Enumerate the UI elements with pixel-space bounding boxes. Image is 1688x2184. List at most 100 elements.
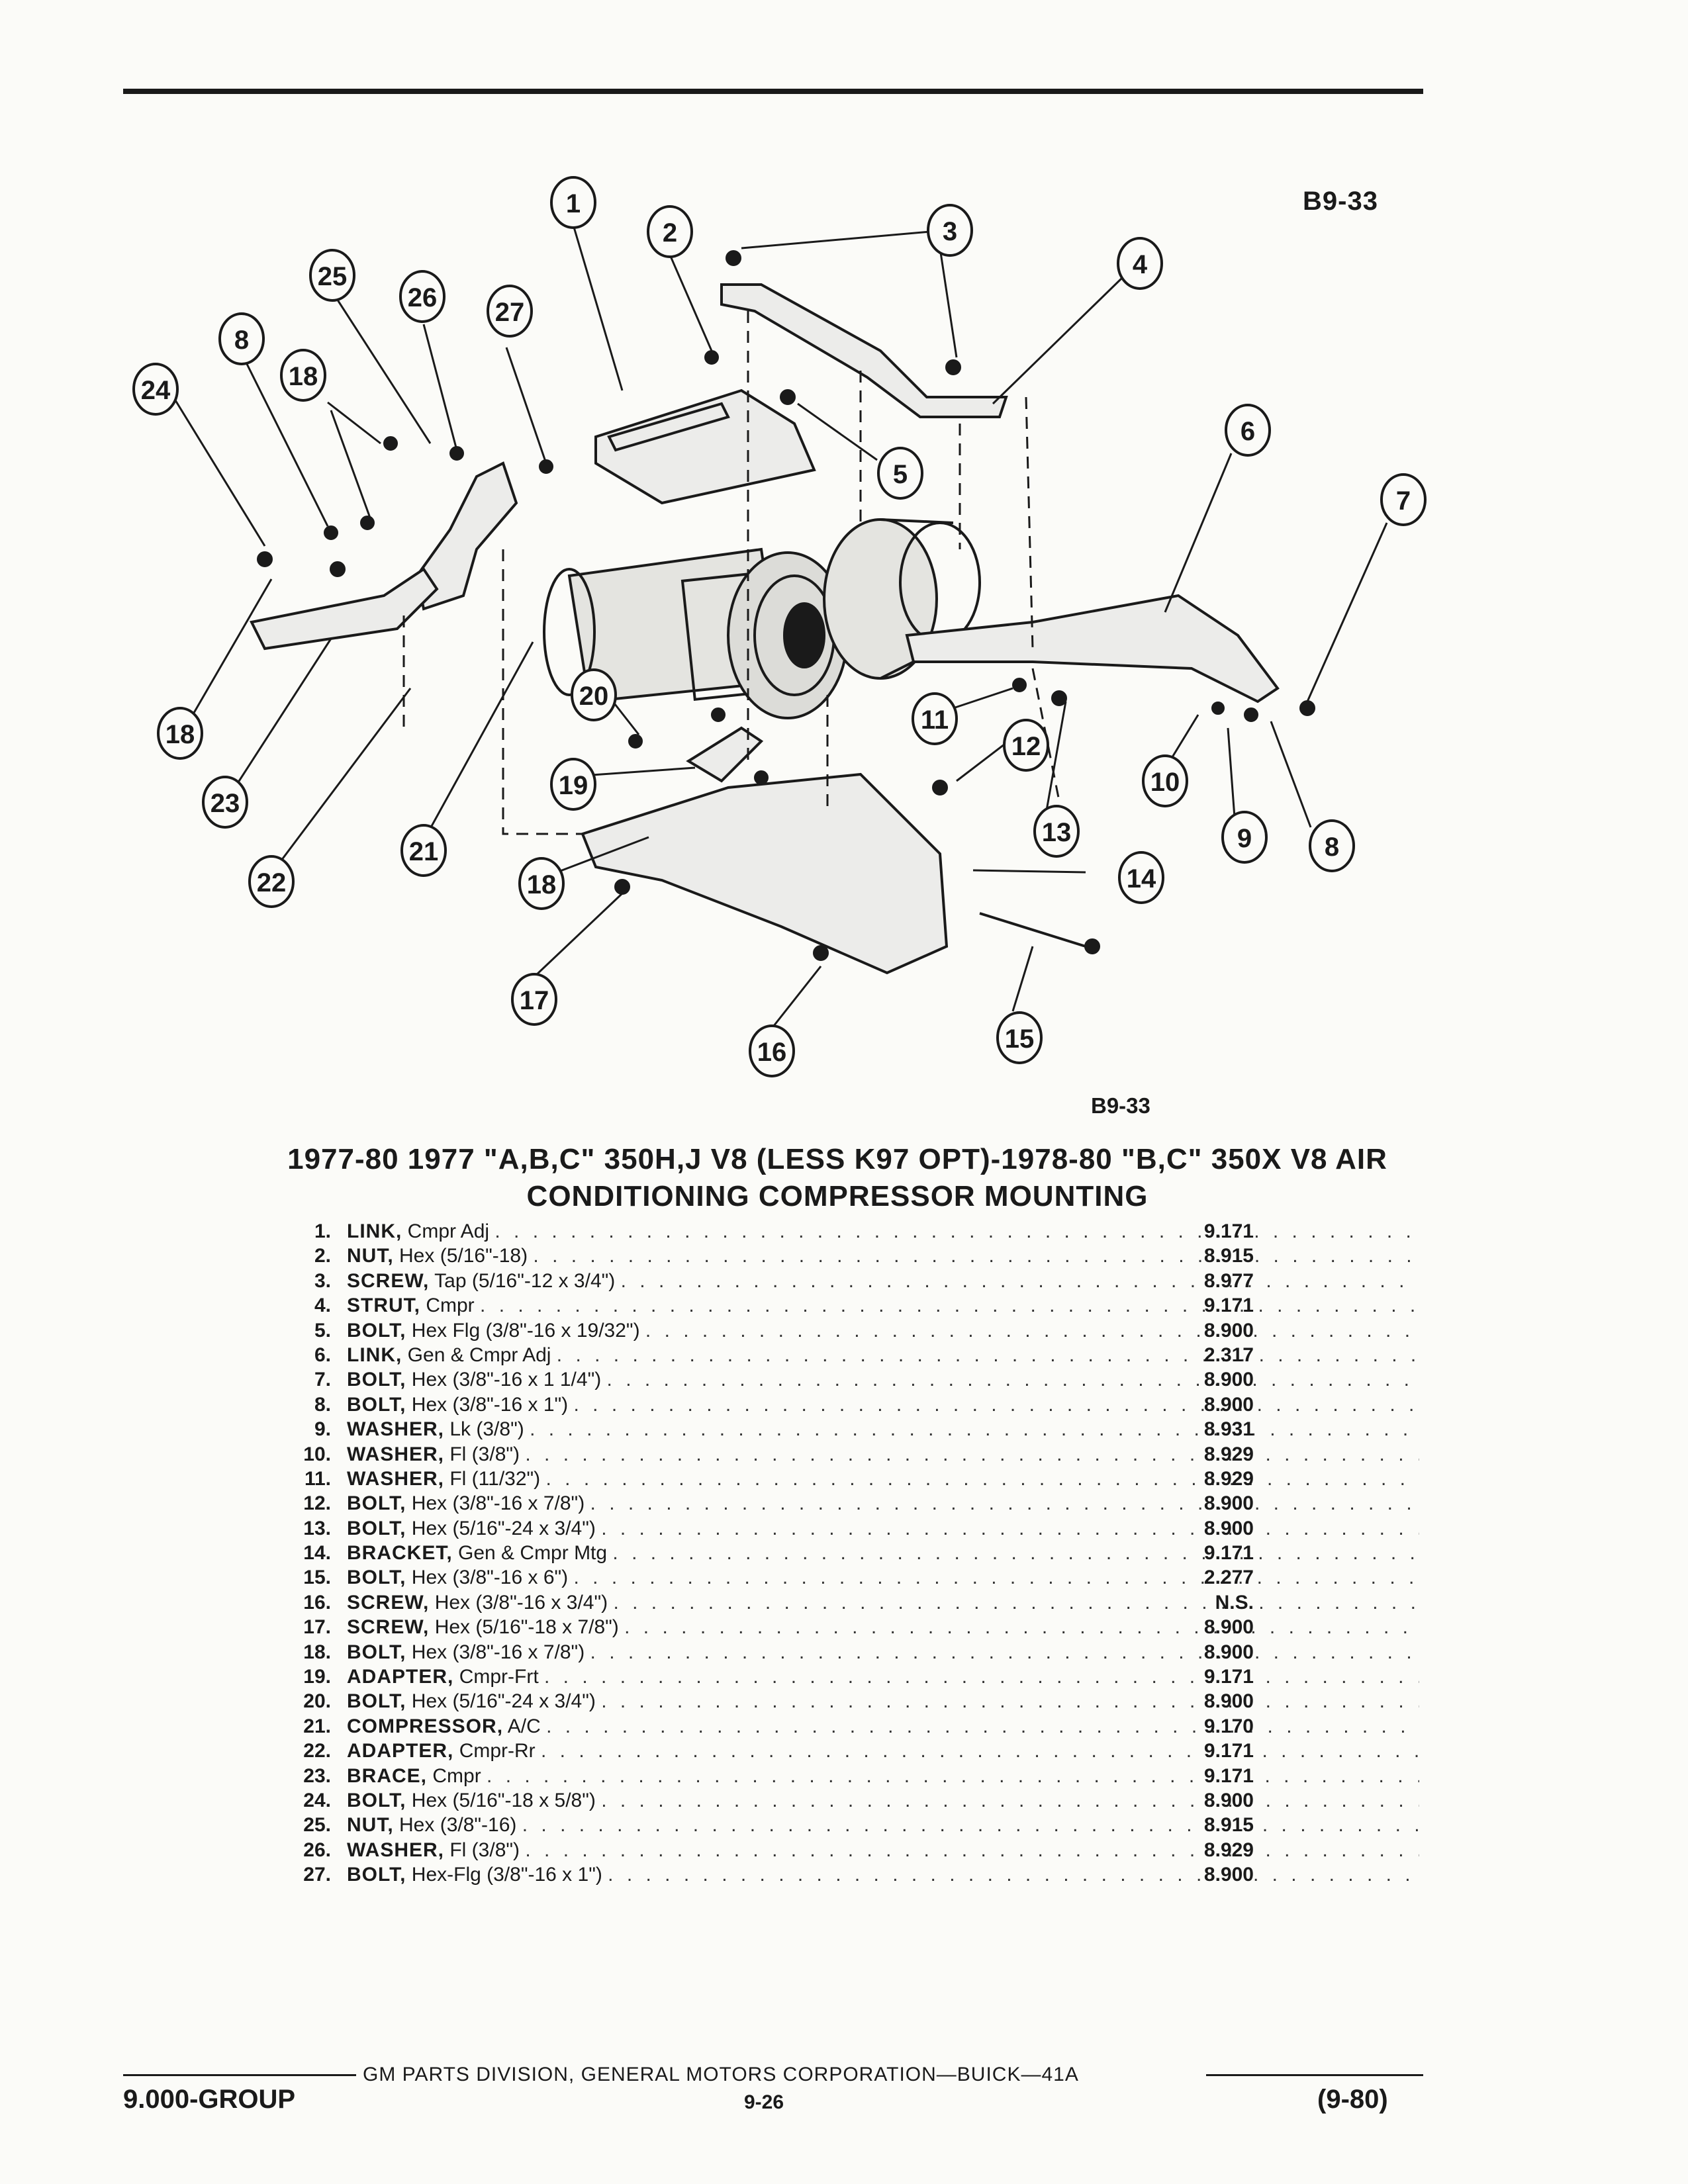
callout-label: 19 (559, 771, 588, 800)
part-description: WASHER, Fl (11/32") . . . . . . . . . . … (347, 1467, 1419, 1491)
callout-12: 12 (1003, 719, 1049, 772)
callout-label: 2 (663, 218, 677, 248)
part-name: NUT, (347, 1245, 394, 1267)
part-number: 21. (303, 1715, 331, 1737)
group-number: 9.171 (1203, 1666, 1254, 1688)
leader-dots: . . . . . . . . . . . . . . . . . . . . … (590, 1492, 1419, 1515)
part-number: 26. (303, 1839, 331, 1861)
callout-18: 18 (157, 707, 203, 760)
callout-label: 23 (211, 789, 240, 818)
part-spec: Fl (3/8") (449, 1443, 520, 1465)
part-name: ADAPTER, (347, 1666, 454, 1688)
callout-label: 24 (141, 376, 171, 405)
part-row: 5.BOLT, Hex Flg (3/8"-16 x 19/32") . . .… (278, 1318, 1419, 1343)
part-row: 8.BOLT, Hex (3/8"-16 x 1") . . . . . . .… (278, 1392, 1419, 1417)
title-line-1: 1977-80 1977 "A,B,C" 350H,J V8 (LESS K97… (287, 1143, 1387, 1175)
group-number: 8.900 (1203, 1690, 1254, 1713)
callout-label: 3 (943, 217, 957, 246)
leader-dots: . . . . . . . . . . . . . . . . . . . . … (533, 1245, 1419, 1267)
leader-dots: . . . . . . . . . . . . . . . . . . . . … (525, 1839, 1419, 1861)
callout-1: 1 (550, 176, 596, 229)
part-number: 22. (303, 1740, 331, 1762)
part-name: SCREW, (347, 1616, 430, 1639)
part-number: 23. (303, 1764, 331, 1787)
callout-label: 17 (520, 986, 549, 1015)
revision-date: (9-80) (1317, 2085, 1388, 2114)
part-name: WASHER, (347, 1467, 445, 1490)
part-description: SCREW, Tap (5/16"-12 x 3/4") . . . . . .… (347, 1269, 1419, 1293)
group-number: 2.317 (1203, 1343, 1254, 1366)
leader-dots: . . . . . . . . . . . . . . . . . . . . … (541, 1740, 1419, 1762)
callout-25: 25 (309, 249, 355, 302)
part-row: 1.LINK, Cmpr Adj . . . . . . . . . . . .… (278, 1219, 1419, 1244)
group-number: 9.171 (1203, 1740, 1254, 1762)
part-description: WASHER, Fl (3/8") . . . . . . . . . . . … (347, 1838, 1419, 1862)
part-row: 11.WASHER, Fl (11/32") . . . . . . . . .… (278, 1467, 1419, 1491)
leader-dots: . . . . . . . . . . . . . . . . . . . . … (612, 1542, 1419, 1565)
part-row: 3.SCREW, Tap (5/16"-12 x 3/4") . . . . .… (278, 1269, 1419, 1293)
callout-6: 6 (1225, 404, 1271, 457)
callout-27: 27 (487, 285, 533, 338)
part-spec: Fl (3/8") (449, 1839, 520, 1861)
part-name: BOLT, (347, 1690, 406, 1713)
group-number: 8.900 (1203, 1864, 1254, 1886)
link-gen-cmpr (905, 594, 1280, 704)
part-number: 2. (314, 1245, 331, 1267)
part-row: 24.BOLT, Hex (5/16"-18 x 5/8") . . . . .… (278, 1788, 1419, 1813)
part-row: 2.NUT, Hex (5/16"-18) . . . . . . . . . … (278, 1244, 1419, 1268)
callout-label: 25 (318, 262, 348, 291)
part-name: SCREW, (347, 1269, 430, 1292)
group-number: 8.929 (1203, 1443, 1254, 1465)
part-description: ADAPTER, Cmpr-Frt . . . . . . . . . . . … (347, 1664, 1419, 1689)
part-spec: Cmpr (432, 1764, 481, 1787)
callout-18: 18 (518, 857, 565, 910)
part-description: STRUT, Cmpr . . . . . . . . . . . . . . … (347, 1293, 1419, 1318)
link-cmpr-adj (594, 388, 816, 505)
callout-label: 18 (527, 870, 557, 899)
group-number: 8.900 (1203, 1517, 1254, 1539)
part-number: 19. (303, 1666, 331, 1688)
callout-19: 19 (550, 758, 596, 811)
parts-list: 1.LINK, Cmpr Adj . . . . . . . . . . . .… (278, 1219, 1419, 1888)
title-line-2: CONDITIONING COMPRESSOR MOUNTING (526, 1180, 1149, 1212)
callout-label: 8 (234, 326, 249, 355)
part-description: BOLT, Hex (5/16"-24 x 3/4") . . . . . . … (347, 1516, 1419, 1541)
part-row: 21.COMPRESSOR, A/C . . . . . . . . . . .… (278, 1714, 1419, 1739)
part-row: 14.BRACKET, Gen & Cmpr Mtg . . . . . . .… (278, 1541, 1419, 1565)
leader-dots: . . . . . . . . . . . . . . . . . . . . … (530, 1418, 1419, 1441)
part-spec: Hex Flg (3/8"-16 x 19/32") (411, 1319, 640, 1342)
footer-rule-right (1206, 2074, 1423, 2076)
figure-code-bottom: B9-33 (1091, 1093, 1150, 1118)
part-number: 13. (303, 1517, 331, 1539)
part-row: 26. WASHER, Fl (3/8") . . . . . . . . . .… (278, 1838, 1419, 1862)
leader-dots: . . . . . . . . . . . . . . . . . . . . … (544, 1666, 1419, 1688)
part-spec: Gen & Cmpr Mtg (458, 1542, 608, 1565)
group-number: 9.171 (1203, 1295, 1254, 1317)
part-spec: Hex (3/8"-16 x 1 1/4") (411, 1369, 602, 1391)
group-number: 8.900 (1203, 1492, 1254, 1515)
callout-3: 3 (927, 204, 973, 257)
part-description: NUT, Hex (3/8"-16) . . . . . . . . . . .… (347, 1813, 1419, 1837)
part-name: BRACE, (347, 1764, 428, 1787)
part-spec: Hex (3/8"-16 x 1") (411, 1393, 569, 1416)
part-description: WASHER, Fl (3/8") . . . . . . . . . . . … (347, 1442, 1419, 1467)
callout-24: 24 (132, 363, 179, 416)
group-number: 8.915 (1203, 1245, 1254, 1267)
callout-8: 8 (218, 312, 265, 365)
part-row: 22. ADAPTER, Cmpr-Rr . . . . . . . . . . … (278, 1739, 1419, 1763)
callout-2: 2 (647, 205, 693, 258)
part-row: 19. ADAPTER, Cmpr-Frt . . . . . . . . . .… (278, 1664, 1419, 1689)
leader-dots: . . . . . . . . . . . . . . . . . . . . … (545, 1467, 1419, 1490)
callout-label: 11 (921, 705, 949, 735)
callout-5: 5 (877, 447, 923, 500)
callout-label: 10 (1150, 768, 1180, 797)
callout-label: 21 (409, 837, 439, 866)
part-number: 10. (303, 1443, 331, 1465)
part-description: ADAPTER, Cmpr-Rr . . . . . . . . . . . .… (347, 1739, 1419, 1763)
footer-publisher: GM PARTS DIVISION, GENERAL MOTORS CORPOR… (363, 2064, 1079, 2085)
group-number: 8.929 (1203, 1839, 1254, 1861)
callout-label: 26 (408, 283, 438, 312)
part-number: 24. (303, 1789, 331, 1811)
